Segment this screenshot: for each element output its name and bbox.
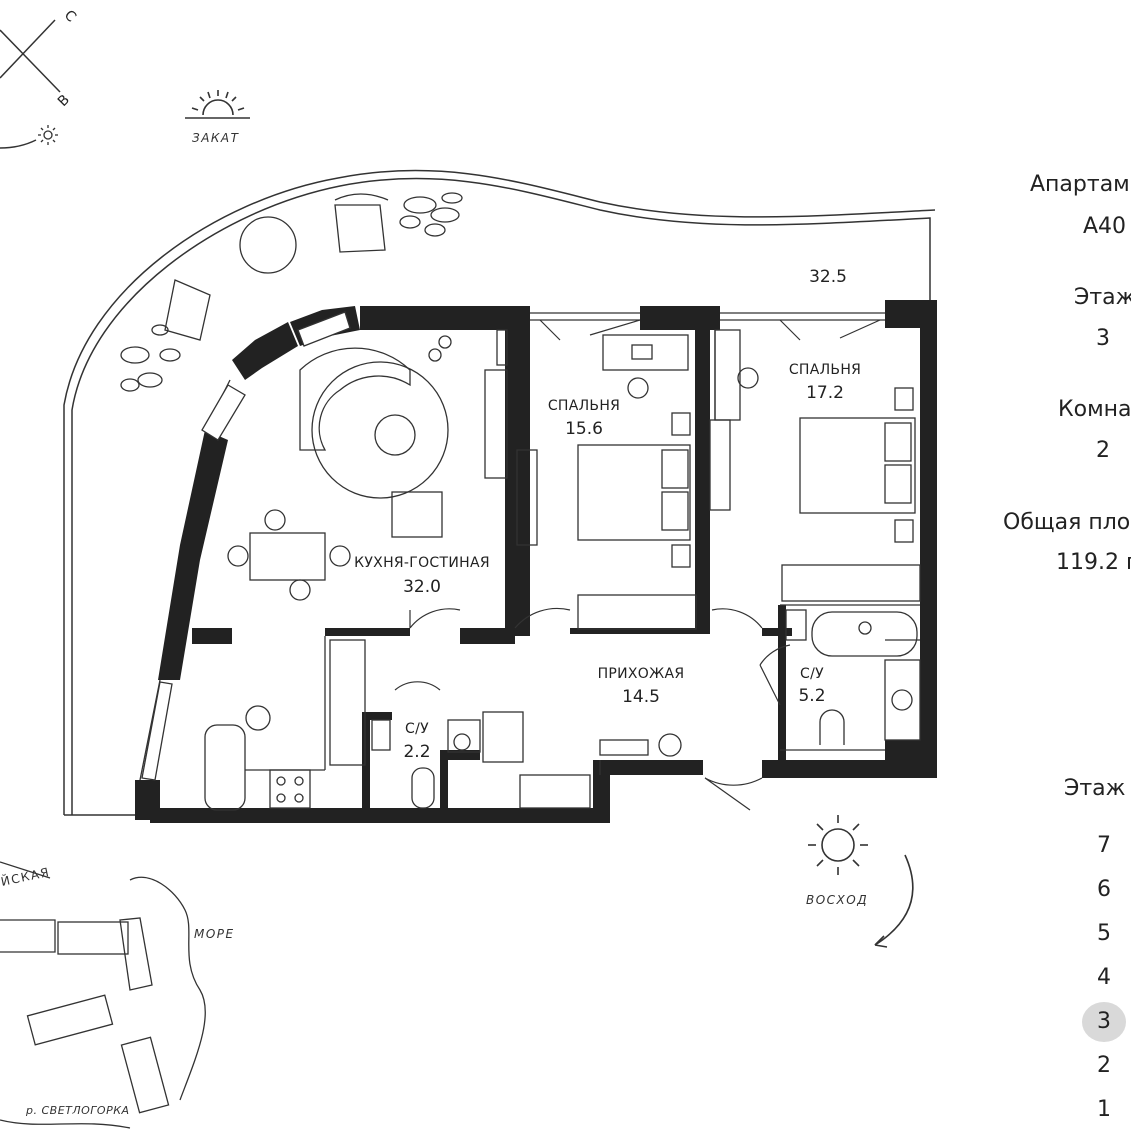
area-label: Общая пло	[1003, 510, 1131, 535]
street-label: ЙСКАЯ	[0, 864, 51, 889]
walls	[135, 300, 937, 823]
bath-furniture	[371, 611, 918, 809]
site-map	[0, 861, 206, 1129]
plant-icon	[399, 192, 463, 237]
bath-small-area: 2.2	[403, 742, 430, 762]
floor-item-4[interactable]: 4	[1097, 965, 1111, 990]
apartment-value: А40	[1083, 214, 1127, 239]
sunset-icon	[185, 90, 250, 119]
hall-area: 14.5	[622, 687, 660, 707]
bedroom2-area: 17.2	[806, 383, 844, 403]
floor-item-2[interactable]: 2	[1097, 1053, 1111, 1078]
bath-small-name: С/У	[405, 721, 429, 737]
river-label: р. СВЕТЛОГОРКА	[25, 1104, 130, 1117]
floor-item-7[interactable]: 7	[1097, 833, 1111, 858]
sunrise-icon	[808, 815, 914, 948]
floor-item-1[interactable]: 1	[1097, 1097, 1111, 1122]
bedroom1-area: 15.6	[565, 419, 603, 439]
bedroom1-name: СПАЛЬНЯ	[548, 398, 620, 414]
bedroom2-furniture	[714, 329, 921, 602]
plant-icon	[120, 324, 181, 392]
floor-label: Этаж	[1074, 285, 1131, 310]
living-furniture	[204, 335, 452, 811]
bath-large-name: С/У	[800, 666, 824, 682]
compass-east: В	[55, 92, 73, 110]
terrace-area: 32.5	[809, 267, 847, 287]
compass-north: С	[61, 7, 79, 25]
floor-item-5[interactable]: 5	[1097, 921, 1111, 946]
terrace-outline	[63, 169, 936, 816]
bedroom1-furniture	[577, 334, 697, 630]
living-room-area: 32.0	[403, 577, 441, 597]
floor-value: 3	[1096, 326, 1110, 351]
floor-item-3[interactable]: 3	[1082, 1002, 1126, 1042]
rooms-label: Комна	[1058, 397, 1131, 422]
bath-large-area: 5.2	[798, 686, 825, 706]
floors-label: Этаж	[1064, 776, 1126, 801]
sunset-label: ЗАКАТ	[192, 131, 240, 145]
area-value: 119.2 г	[1056, 550, 1131, 575]
sun-small-icon	[38, 125, 58, 145]
apartment-label: Апартам	[1030, 172, 1130, 197]
windows	[141, 311, 885, 781]
rooms-value: 2	[1096, 438, 1110, 463]
sunrise-label: ВОСХОД	[806, 893, 868, 907]
compass	[0, 19, 61, 149]
terrace-furniture	[120, 192, 463, 392]
doors	[394, 319, 881, 811]
sea-label: МОРЕ	[194, 927, 235, 941]
hall-name: ПРИХОЖАЯ	[598, 666, 685, 682]
living-room-name: КУХНЯ-ГОСТИНАЯ	[354, 555, 490, 571]
bedroom2-name: СПАЛЬНЯ	[789, 362, 861, 378]
floor-item-6[interactable]: 6	[1097, 877, 1111, 902]
